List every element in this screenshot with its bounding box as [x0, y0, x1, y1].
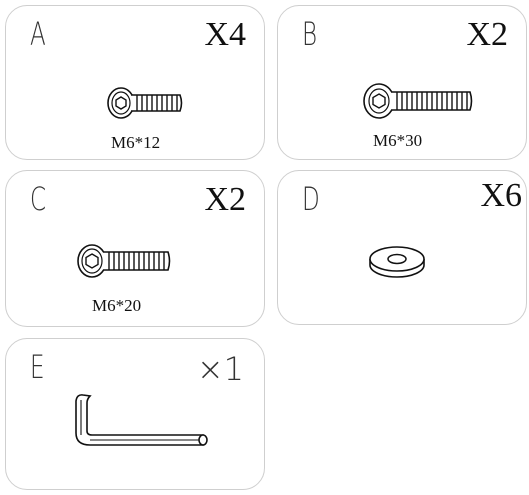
part-quantity: X6: [480, 177, 522, 214]
long-bolt-icon: [363, 83, 473, 119]
part-spec: M6*20: [92, 296, 142, 315]
part-spec: M6*12: [111, 133, 161, 152]
part-quantity: X2: [466, 16, 508, 53]
part-panel-a: A X4 M6*12: [5, 5, 265, 160]
part-quantity: X4: [204, 16, 246, 53]
part-letter: A: [30, 15, 46, 53]
medium-bolt-icon: [77, 244, 171, 278]
part-letter: E: [30, 348, 45, 386]
part-panel-e: E ×1: [5, 338, 265, 490]
part-panel-b: B X2 M6*30: [277, 5, 527, 160]
part-quantity: X2: [204, 181, 246, 218]
part-quantity: ×1: [196, 350, 244, 388]
short-bolt-icon: [107, 87, 183, 119]
part-letter: B: [302, 15, 318, 53]
washer-icon: [369, 246, 425, 278]
part-panel-d: D X6: [277, 170, 527, 325]
allen-key-icon: [75, 394, 208, 446]
part-panel-c: C X2 M6*20: [5, 170, 265, 327]
part-spec: M6*30: [373, 131, 423, 150]
part-letter: C: [30, 180, 47, 218]
part-letter: D: [302, 180, 320, 218]
